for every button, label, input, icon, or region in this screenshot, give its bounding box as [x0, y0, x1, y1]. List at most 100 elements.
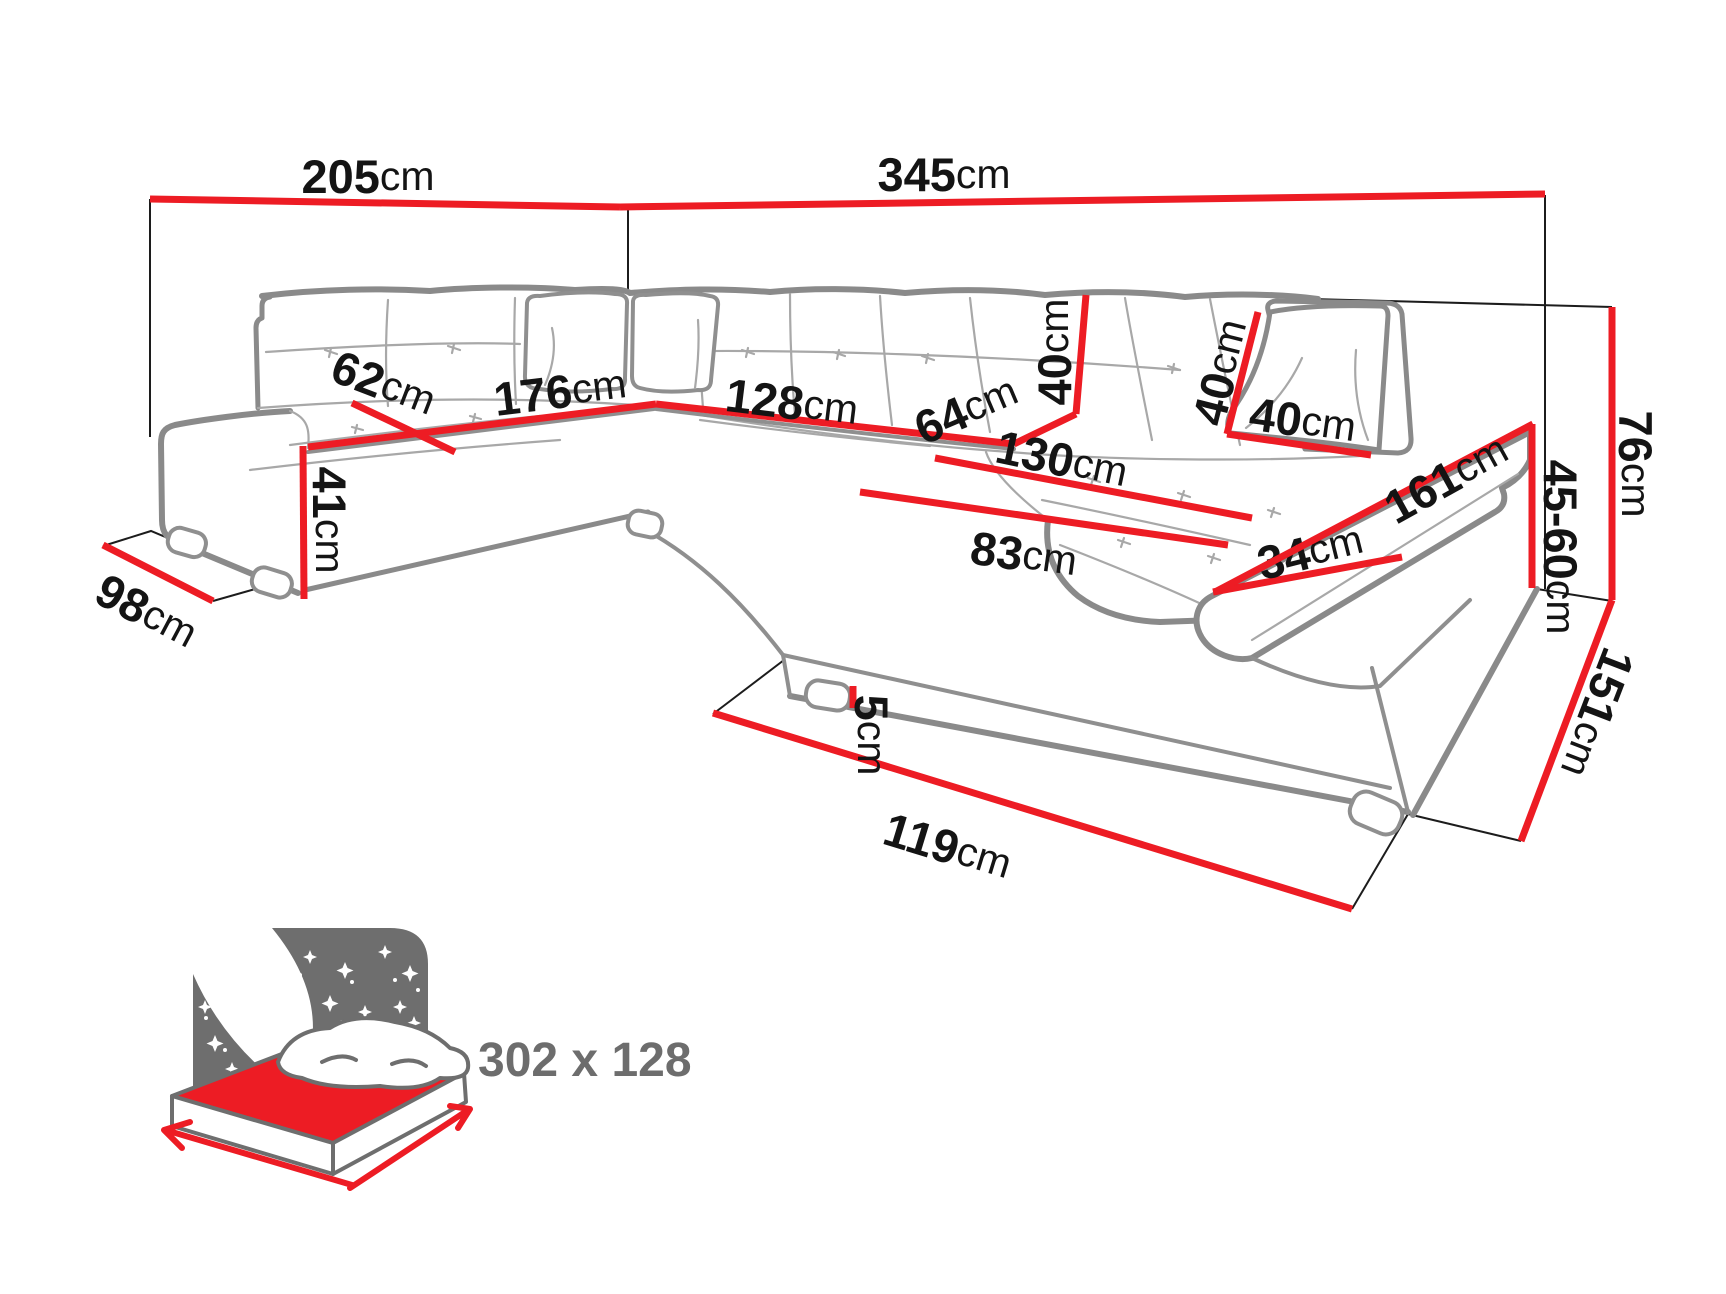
- dimension-front-width: 119cm: [711, 709, 1354, 913]
- star-icon: [393, 1000, 407, 1014]
- dimension-label-76: 76cm: [1610, 411, 1663, 518]
- sofa-foot: [625, 508, 665, 540]
- chaise-seat-front-edge: [1044, 517, 1218, 625]
- dimension-label-151: 151cm: [1548, 641, 1645, 784]
- dimension-label-128: 128cm: [723, 368, 862, 437]
- tuft-mark: [1166, 362, 1182, 375]
- seam-line: [1040, 498, 1252, 547]
- dimension-line-345: [619, 190, 1546, 211]
- tuft-mark: [740, 346, 756, 359]
- dimension-line-40-pillow-edge: [1223, 311, 1262, 435]
- chaise-seat-left-seam: [984, 450, 1050, 522]
- star-dot: [393, 978, 397, 982]
- star-dot: [298, 973, 302, 977]
- dimension-line-41: [299, 445, 308, 600]
- dimension-armrest-width: 34cm: [1212, 512, 1403, 596]
- side-pillow-fold: [1354, 348, 1370, 442]
- sofa-foot: [1347, 789, 1405, 837]
- dimension-line-151: [1517, 598, 1616, 843]
- seam-line: [968, 296, 992, 434]
- dimension-label-5: 5cm: [846, 695, 899, 776]
- tuft-mark: [446, 342, 462, 355]
- dimension-line-40-backrest: [1072, 294, 1090, 415]
- fold-out-bed: [161, 1016, 473, 1191]
- tuft-mark: [1086, 474, 1102, 487]
- star-icon: [206, 1035, 224, 1052]
- floor-front-projection-line: [712, 659, 785, 715]
- dimension-chaise-seat-width: 83cm: [859, 488, 1229, 587]
- dimension-label-119: 119cm: [878, 802, 1018, 891]
- star-icon: [378, 945, 392, 959]
- star-dot: [350, 980, 354, 984]
- seam-line: [264, 342, 522, 354]
- chaise-base-bottom-edge: [787, 693, 1411, 815]
- bed-blanket-fold: [390, 1058, 428, 1068]
- floor-corner-projection-line: [1407, 813, 1522, 842]
- dimension-seat-height: 41cm: [299, 445, 357, 600]
- tuft-mark: [1206, 552, 1222, 565]
- bed-width-arrow: [161, 1119, 355, 1188]
- dimension-left-seat-width: 176cm: [307, 360, 657, 451]
- tuft-mark: [1176, 489, 1192, 502]
- dimension-line-119: [711, 709, 1354, 913]
- dimension-label-130: 130cm: [991, 419, 1132, 499]
- back-seat-front-edge: [654, 407, 1016, 451]
- right-face-bottom-edge: [1410, 586, 1540, 818]
- seam-line: [248, 438, 562, 472]
- dimension-label-345: 345cm: [877, 148, 1010, 201]
- dimension-total-height: 76cm: [1608, 307, 1663, 600]
- dimension-line-64: [1012, 410, 1078, 448]
- dimension-line-34: [1212, 553, 1403, 596]
- dimension-line-98: [101, 541, 215, 605]
- dimension-line-161: [1213, 420, 1535, 596]
- bed-length-arrow: [347, 1103, 473, 1191]
- star-icon: [358, 1005, 372, 1019]
- dimension-label-40-backrest: 40cm: [1028, 299, 1081, 406]
- base-corner-edge: [644, 528, 785, 657]
- dimension-side-depth: 151cm: [1517, 598, 1646, 843]
- seam-line: [1123, 296, 1154, 442]
- dimension-chaise-length: 130cm: [934, 419, 1253, 522]
- bed-blanket-fold: [320, 1054, 358, 1064]
- star-icon: [225, 1062, 239, 1076]
- dimension-line-83: [859, 488, 1229, 549]
- dimension-label-45-60: 45-60cm: [1535, 460, 1588, 635]
- dimension-line-130: [934, 454, 1253, 522]
- right-face-front-edge: [1370, 666, 1410, 814]
- sofa-drawing: [158, 284, 1540, 837]
- corner-pillow-1-fold: [543, 326, 555, 387]
- sofa-foot: [165, 525, 208, 560]
- tuft-mark: [920, 352, 936, 365]
- tuft-mark: [350, 423, 365, 435]
- dimension-back-width-right: 345cm: [619, 148, 1546, 211]
- night-sky-small-shape: [193, 974, 282, 1086]
- tuft-mark: [1116, 536, 1132, 549]
- tuft-mark: [468, 412, 483, 424]
- seam-line: [385, 298, 390, 408]
- star-icon: [321, 995, 339, 1012]
- dimension-line-128: [655, 400, 1015, 448]
- sofa-foot: [803, 678, 853, 713]
- star-icon: [303, 950, 317, 964]
- sofa-foot: [249, 565, 294, 600]
- tuft-mark: [1266, 506, 1282, 519]
- dimension-label-83: 83cm: [967, 520, 1080, 587]
- chaise-base-left-edge: [781, 653, 792, 698]
- tuft-mark: [831, 348, 847, 361]
- dimension-line-40-pillow-bottom: [1226, 430, 1372, 459]
- dimension-left-depth: 98cm: [87, 541, 215, 659]
- seam-line: [698, 418, 932, 448]
- base-front-bottom-edge: [302, 509, 651, 593]
- star-icon: [407, 1016, 421, 1030]
- star-dot: [223, 1048, 227, 1052]
- dimension-label-205: 205cm: [301, 150, 434, 203]
- dimension-line-205: [149, 195, 621, 211]
- sleeping-area-size: 302 x 128: [478, 1034, 692, 1087]
- sleep-function-icon: 302 x 128: [161, 928, 692, 1191]
- dimension-label-98: 98cm: [87, 562, 206, 659]
- dimension-label-34: 34cm: [1252, 512, 1369, 589]
- dimension-label-62: 62cm: [325, 339, 444, 427]
- corner-pillow-2-fold: [693, 318, 700, 390]
